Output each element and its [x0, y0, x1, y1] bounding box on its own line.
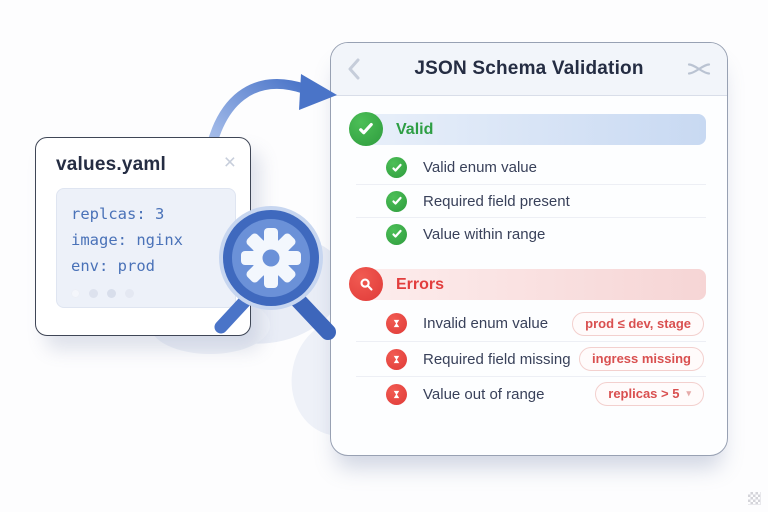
valid-section-header: Valid [349, 112, 706, 146]
hourglass-icon [386, 348, 407, 370]
hourglass-icon [386, 313, 407, 334]
hourglass-icon [386, 383, 407, 405]
panel-header: JSON Schema Validation [331, 43, 727, 96]
code-line: env: prod [71, 257, 155, 275]
error-badge[interactable]: prod ≤ dev, stage [572, 311, 704, 336]
yaml-card: values.yaml × replcas: 3 image: nginx en… [35, 137, 251, 336]
panel-title: JSON Schema Validation [414, 58, 644, 79]
error-badge-dropdown[interactable]: replicas > 5▾ [595, 382, 704, 406]
dot [107, 289, 116, 298]
check-circle-icon [386, 223, 407, 245]
check-circle-icon [386, 157, 407, 178]
error-badge[interactable]: ingress missing [579, 347, 704, 371]
search-pin-icon [349, 267, 383, 301]
dot [89, 289, 98, 298]
valid-items-list: Valid enum value Required field present … [356, 151, 706, 250]
list-item: Value within range [356, 217, 706, 250]
valid-section-label: Valid [396, 120, 434, 138]
list-item: Required field missing ingress missing [356, 341, 706, 376]
item-label: Invalid enum value [423, 315, 549, 332]
item-label: Required field present [423, 192, 570, 210]
caret-down-icon: ▾ [686, 388, 691, 398]
validation-panel: JSON Schema Validation Valid Valid enum … [330, 42, 728, 456]
crossed-lines-icon[interactable] [687, 62, 711, 77]
check-circle-icon [349, 112, 383, 146]
magnifier-gear-icon [214, 206, 336, 340]
back-chevron-icon[interactable] [347, 58, 360, 80]
item-label: Required field missing [423, 350, 571, 368]
item-label: Value out of range [423, 385, 545, 403]
list-item: Invalid enum value prod ≤ dev, stage [356, 306, 706, 341]
list-item: Required field present [356, 184, 706, 217]
code-line: replcas: 3 [71, 205, 165, 223]
dot [71, 289, 80, 298]
card-title: values.yaml [56, 154, 166, 175]
item-label: Value within range [423, 225, 546, 243]
watermark-artifact [748, 492, 761, 505]
errors-section-label: Errors [396, 275, 445, 293]
list-item: Value out of range replicas > 5▾ [356, 376, 706, 411]
code-block: replcas: 3 image: nginx env: prod [56, 188, 236, 308]
item-label: Valid enum value [423, 159, 537, 176]
check-circle-icon [386, 190, 407, 212]
dot [125, 289, 134, 298]
errors-section-header: Errors [349, 267, 706, 301]
list-item: Valid enum value [356, 151, 706, 184]
error-items-list: Invalid enum value prod ≤ dev, stage Req… [356, 306, 706, 411]
code-line: image: nginx [71, 231, 183, 249]
code-dots [71, 285, 223, 299]
close-icon[interactable]: × [223, 151, 236, 174]
